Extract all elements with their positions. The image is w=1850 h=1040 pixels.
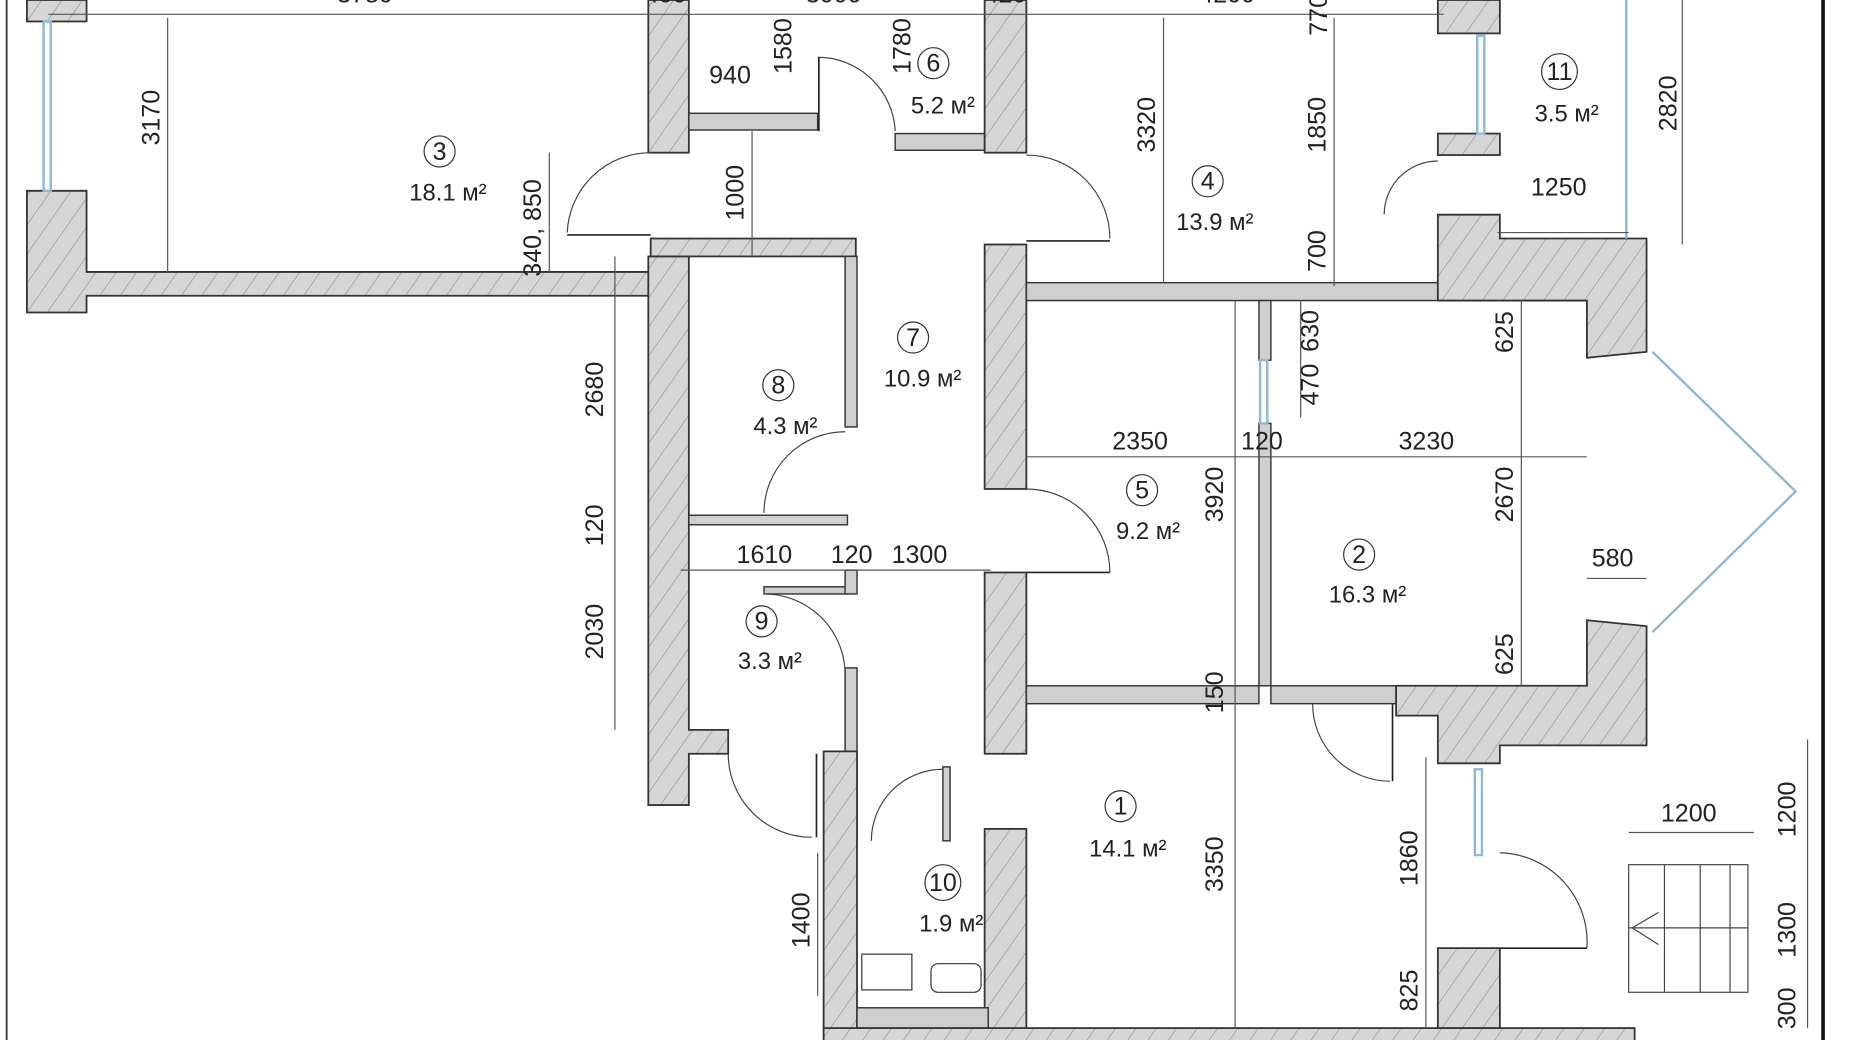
dim-label: 3170 <box>137 90 165 146</box>
dim-label: 3350 <box>1201 836 1229 892</box>
svg-text:14.1 м²: 14.1 м² <box>1089 835 1166 862</box>
svg-text:18.1 м²: 18.1 м² <box>409 179 486 206</box>
dim-label: 470 <box>1297 364 1325 406</box>
dim-label: 340, 850 <box>519 179 547 276</box>
svg-text:3.5 м²: 3.5 м² <box>1535 101 1599 128</box>
dim-label: 4200 <box>1199 0 1255 8</box>
top-dimensions: 3780 400 3000 420 4200 770 <box>337 0 1333 36</box>
dim-label: 2680 <box>581 362 609 418</box>
bathroom-fixtures <box>861 953 982 993</box>
room-11: 11 3.5 м² <box>1535 53 1599 128</box>
svg-text:7: 7 <box>906 324 920 352</box>
svg-text:9: 9 <box>755 608 769 636</box>
room-6: 6 5.2 м² <box>911 47 975 119</box>
room-9: 9 3.3 м² <box>738 605 802 675</box>
svg-text:4: 4 <box>1201 168 1215 196</box>
dim-label: 120 <box>831 541 873 569</box>
svg-text:13.9 м²: 13.9 м² <box>1176 209 1253 236</box>
dim-label: 630 <box>1297 310 1325 352</box>
door-swings <box>566 56 1588 949</box>
toilet-icon <box>930 963 982 993</box>
dim-label: 1250 <box>1531 174 1587 202</box>
svg-text:4.3 м²: 4.3 м² <box>753 413 817 440</box>
room-labels: 1 14.1 м² 2 16.3 м² 3 18.1 м² 4 13.9 м² 5 9.2… <box>409 47 1599 937</box>
room-7: 7 10.9 м² <box>884 321 961 392</box>
windows <box>42 0 1798 857</box>
dim-label: 1300 <box>1774 902 1802 958</box>
dim-label: 3320 <box>1133 97 1161 153</box>
dim-label: 2820 <box>1654 76 1682 132</box>
svg-text:3.3 м²: 3.3 м² <box>738 648 802 675</box>
svg-text:11: 11 <box>1547 58 1573 86</box>
dim-label: 770 <box>1305 0 1333 36</box>
svg-text:5.2 м²: 5.2 м² <box>911 92 975 119</box>
room-4: 4 13.9 м² <box>1176 165 1254 236</box>
dim-label: 940 <box>709 61 751 89</box>
dim-label: 420 <box>985 0 1027 8</box>
svg-text:3: 3 <box>433 138 447 166</box>
svg-text:8: 8 <box>771 372 785 400</box>
sink-icon <box>861 953 913 991</box>
svg-text:10: 10 <box>929 869 957 897</box>
room-3: 3 18.1 м² <box>409 135 487 206</box>
room-10: 10 1.9 м² <box>919 864 983 937</box>
dim-label: 625 <box>1491 633 1519 675</box>
dim-label: 120 <box>581 504 609 546</box>
dim-label: 3780 <box>337 0 393 8</box>
svg-text:16.3 м²: 16.3 м² <box>1329 581 1406 608</box>
dimension-labels: 940 1250 2350 120 3230 1610 120 1300 580… <box>137 18 1801 1029</box>
dim-label: 1000 <box>722 165 750 221</box>
dim-label: 300 <box>1774 988 1802 1030</box>
dim-label: 3230 <box>1398 428 1454 456</box>
dimension-lines <box>48 0 1809 1029</box>
svg-text:10.9 м²: 10.9 м² <box>884 365 961 392</box>
dim-label: 150 <box>1201 671 1229 713</box>
dim-label: 700 <box>1304 230 1332 272</box>
dim-label: 1300 <box>892 541 948 569</box>
svg-text:5: 5 <box>1135 477 1149 505</box>
svg-text:6: 6 <box>926 50 940 78</box>
walls <box>26 0 1648 1040</box>
dim-label: 1860 <box>1396 830 1424 886</box>
dim-label: 120 <box>1241 428 1283 456</box>
dim-label: 1200 <box>1661 800 1717 828</box>
dim-label: 580 <box>1592 545 1634 573</box>
dim-label: 625 <box>1491 311 1519 353</box>
room-2: 2 16.3 м² <box>1329 538 1406 608</box>
dim-label: 1610 <box>737 541 793 569</box>
dim-label: 3000 <box>806 0 862 8</box>
dim-label: 2670 <box>1491 467 1519 523</box>
dim-label: 1200 <box>1774 782 1802 838</box>
dim-label: 825 <box>1396 970 1424 1012</box>
dim-label: 1780 <box>889 18 917 74</box>
dim-label: 2350 <box>1112 428 1168 456</box>
dim-label: 400 <box>645 0 687 8</box>
svg-text:2: 2 <box>1352 541 1366 569</box>
dim-label: 3920 <box>1201 467 1229 523</box>
room-8: 8 4.3 м² <box>753 369 818 440</box>
room-1: 1 14.1 м² <box>1089 790 1166 862</box>
svg-text:1: 1 <box>1114 793 1128 821</box>
dim-label: 1580 <box>769 18 797 74</box>
dim-label: 2030 <box>581 604 609 660</box>
svg-text:1.9 м²: 1.9 м² <box>919 910 983 937</box>
dim-label: 1400 <box>787 892 815 948</box>
stair-arrow-icon <box>1631 911 1659 946</box>
stairs <box>1628 864 1749 993</box>
room-5: 5 9.2 м² <box>1116 474 1180 545</box>
svg-text:9.2 м²: 9.2 м² <box>1116 518 1180 545</box>
dim-label: 1850 <box>1304 97 1332 153</box>
